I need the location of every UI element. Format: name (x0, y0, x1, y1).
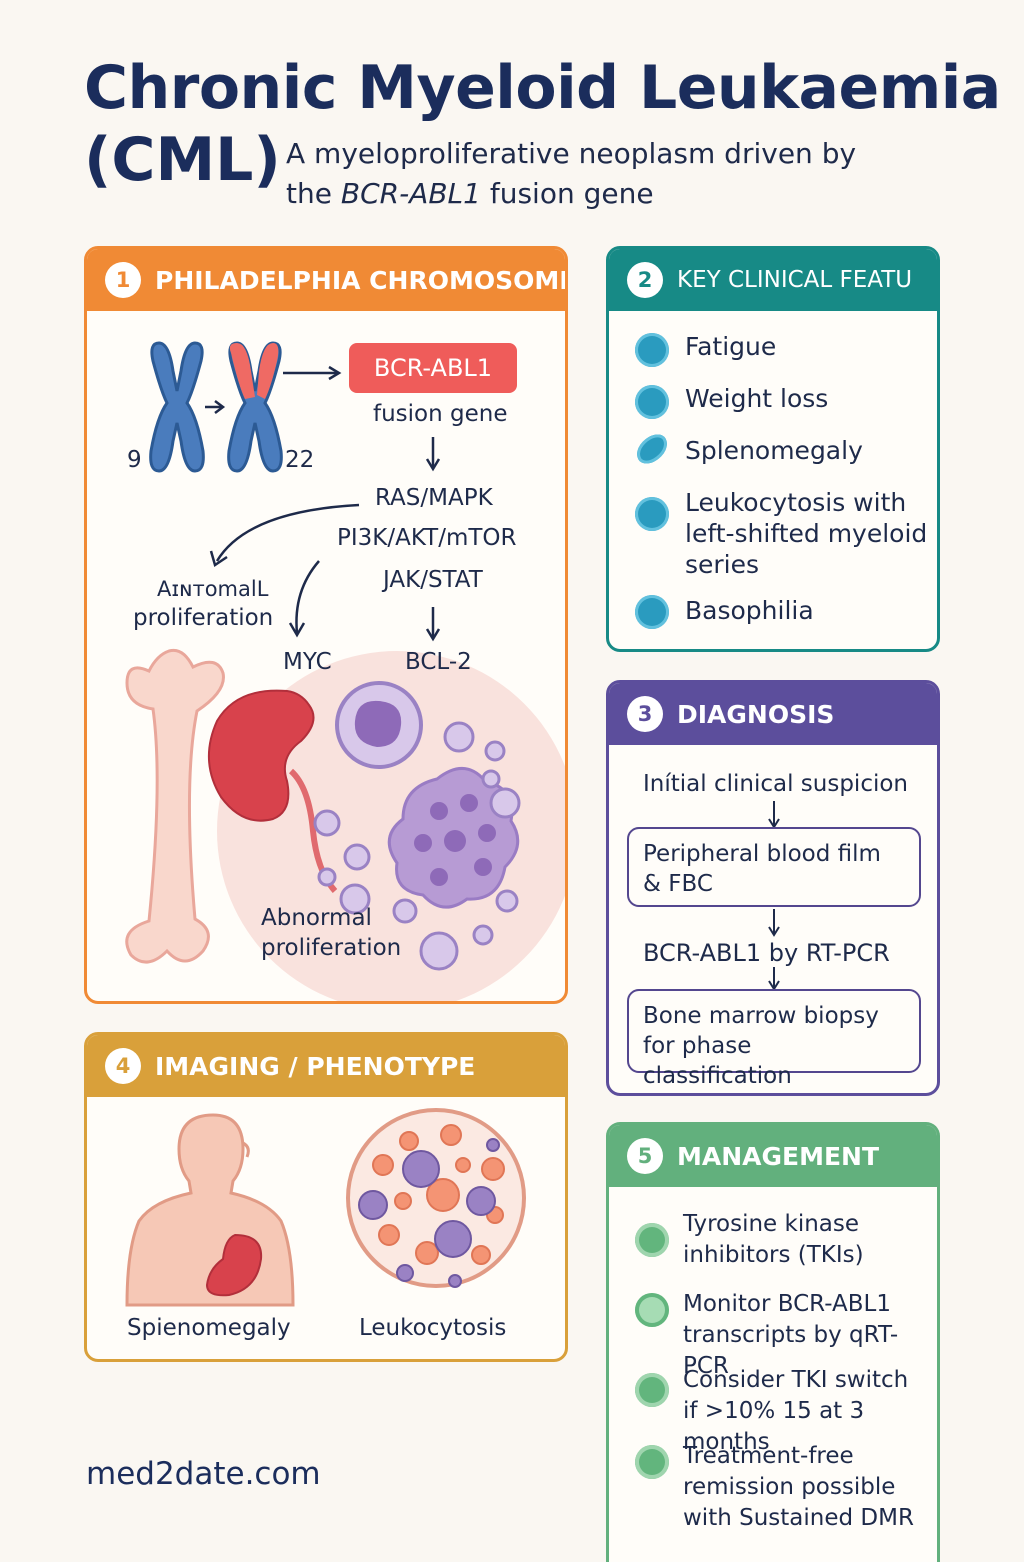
panel-number: 3 (627, 696, 663, 732)
clinical-feature-item: Fatigue (685, 332, 777, 361)
subtitle-text: A myeloproliferative neoplasm driven by … (286, 137, 857, 210)
spleen-icon (631, 430, 673, 468)
chromosome-translocation-diagram (125, 341, 565, 1001)
cell-icon (635, 385, 669, 419)
page-subtitle: A myeloproliferative neoplasm driven by … (286, 134, 906, 214)
panel-number: 2 (627, 262, 663, 298)
pathway-pi3k-akt-mtor: PI3K/AKT/mTOR (337, 525, 517, 551)
panel-title: MANAGEMENT (677, 1141, 880, 1171)
panel-title: DIAGNOSIS (677, 699, 835, 729)
target-myc: MYC (283, 649, 332, 675)
clinical-feature-item: Leukocytosis with left-shifted myeloid s… (685, 488, 928, 579)
panel-philadelphia-chromosome: 1 PHILADELPHIA CHROMOSOME (84, 246, 568, 1004)
management-item: Consider TKI switch if >10% 15 at 3 mont… (683, 1367, 909, 1455)
panel-number: 5 (627, 1138, 663, 1174)
pill-icon (635, 1223, 669, 1257)
arrow-down-icon (768, 801, 780, 829)
diagnosis-step-suspicion: Inítial clinical suspicion (643, 771, 909, 797)
pill-icon (635, 1373, 669, 1407)
panel-header: 3 DIAGNOSIS (609, 683, 937, 745)
diagnosis-step-blood-film: Peripheral blood film & FBC (627, 827, 921, 907)
blood-smear-icon (346, 1108, 526, 1288)
imaging-caption-leukocytosis: Leukocytosis (359, 1315, 507, 1341)
megakaryocyte-icon (387, 767, 520, 909)
panel-number: 4 (105, 1048, 141, 1084)
panel-imaging-phenotype: 4 IMAGING / PHENOTYPE Spienomegaly Leuko… (84, 1032, 568, 1362)
management-item: Treatment-free remission possible with S… (683, 1443, 914, 1531)
panel-title: IMAGING / PHENOTYPE (155, 1051, 476, 1081)
myeloid-cell-icon (335, 681, 423, 769)
management-item: Monitor BCR-ABL1 transcripts by qRT-PCR (683, 1291, 899, 1379)
arrow-down-icon (768, 967, 780, 991)
blood-cells-icon (313, 721, 521, 971)
bone-icon (125, 648, 225, 964)
panel-number: 1 (105, 262, 141, 298)
target-bcl-2: BCL-2 (405, 649, 472, 675)
panel-title: KEY CLINICAL FEATU (677, 267, 913, 293)
clinical-feature-item: Splenomegaly (685, 436, 863, 465)
panel-header: 4 IMAGING / PHENOTYPE (87, 1035, 565, 1097)
panel-header: 2 KEY CLINICAL FEATU (609, 249, 937, 311)
left-outcome-label: AɪɴᴛomaⅼL (157, 577, 269, 601)
imaging-caption-splenomegaly: Spienomegaly (127, 1315, 291, 1341)
pathway-ras-mapk: RAS/MAPK (375, 485, 493, 511)
cell-icon (635, 595, 669, 629)
fusion-gene-badge-label: BCR-ABL1 (373, 354, 493, 382)
clinical-feature-item: Basophilia (685, 596, 814, 625)
arrow-down-icon (768, 909, 780, 937)
cell-icon (635, 497, 669, 531)
panel-diagnosis: 3 DIAGNOSIS Inítial clinical suspicion P… (606, 680, 940, 1096)
pathway-jak-stat: JAK/STAT (383, 567, 483, 593)
page-title: Chronic Myeloid Leukaemia (84, 53, 1001, 123)
cell-icon (635, 333, 669, 367)
cell-icon (635, 1445, 669, 1479)
panel-header: 1 PHILADELPHIA CHROMOSOME (87, 249, 565, 311)
marrow-caption: Abnormal (261, 905, 372, 931)
panel-management: 5 MANAGEMENT Tyrosine kinase inhibitors … (606, 1122, 940, 1562)
panel-header: 5 MANAGEMENT (609, 1125, 937, 1187)
body-silhouette-icon (125, 1113, 295, 1307)
page-title-abbreviation: (CML) (84, 125, 281, 195)
chromosome-9-icon (149, 341, 205, 473)
chromosome-22-icon (227, 341, 283, 473)
marrow-caption-line2: proliferation (261, 935, 402, 961)
chromosome-9-label: 9 (127, 447, 142, 473)
diagnosis-step-bone-marrow: Bone marrow biopsy for phase classificat… (627, 989, 921, 1089)
subtitle-gene: BCR-ABL1 (340, 177, 481, 210)
fusion-gene-badge: BCR-ABL1 (349, 343, 517, 393)
clinical-feature-item: Weight loss (685, 384, 829, 413)
subtitle-text-end: fusion gene (480, 177, 654, 210)
diagnosis-step-rt-pcr: BCR-ABL1 by RT-PCR (643, 939, 890, 967)
footer-site: med2date.com (86, 1456, 321, 1492)
chromosome-22-label: 22 (285, 447, 315, 473)
panel-title: PHILADELPHIA CHROMOSOME (155, 265, 565, 295)
panel-key-clinical-features: 2 KEY CLINICAL FEATU Fatigue Weight loss… (606, 246, 940, 652)
left-outcome-label-line2: proliferation (133, 605, 274, 631)
magnifier-icon (635, 1293, 669, 1327)
management-item: Tyrosine kinase inhibitors (TKIs) (683, 1211, 864, 1268)
fusion-gene-caption: fusion gene (373, 401, 508, 427)
